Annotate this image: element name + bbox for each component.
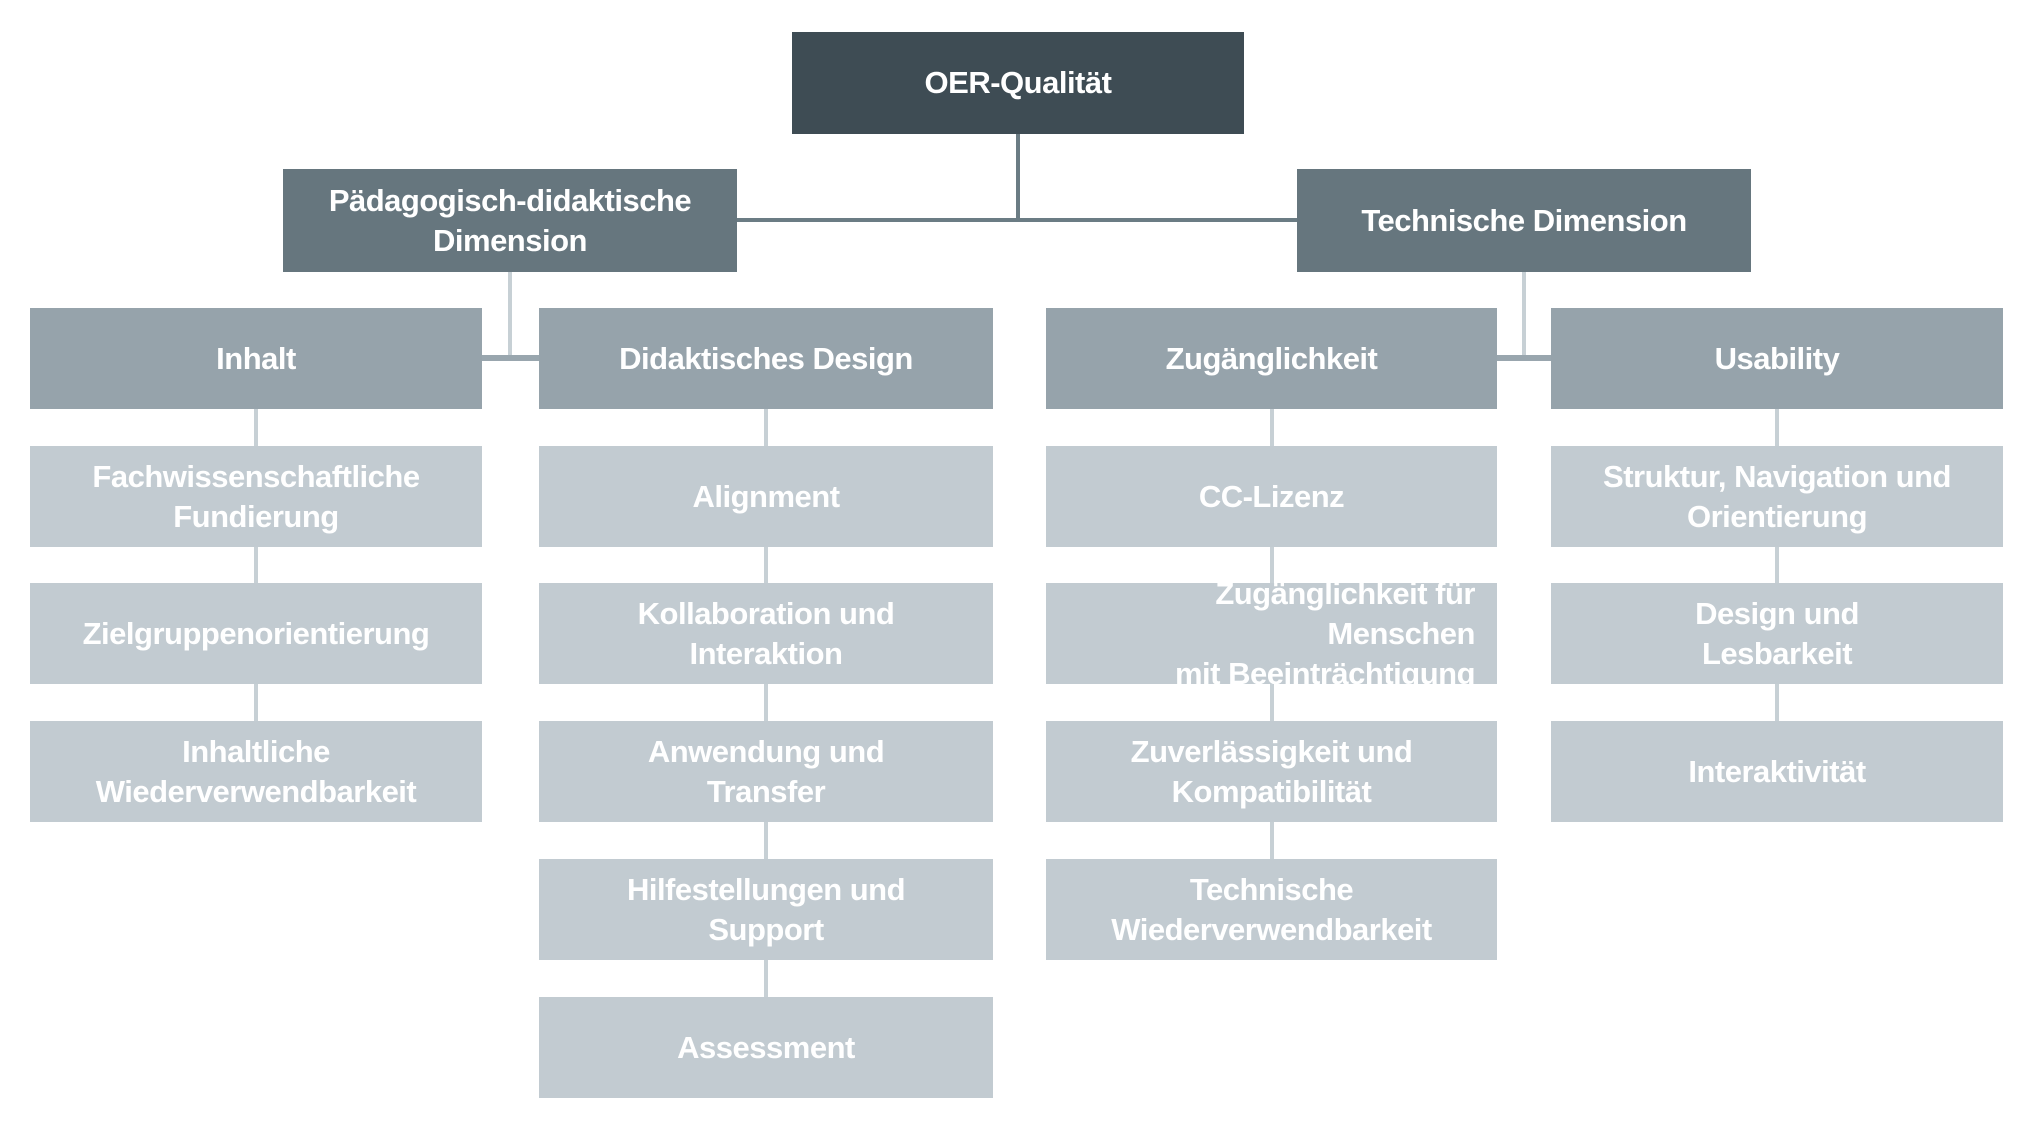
dimension-node-technische: Technische Dimension [1297,169,1751,272]
connector-line [764,409,768,446]
criterion-node: CC-Lizenz [1046,446,1497,547]
connector-dimension-left-vertical [508,272,512,355]
connector-root-vertical [1016,134,1020,222]
criterion-node: Anwendung und Transfer [539,721,993,822]
category-node-1: Inhalt [30,308,482,409]
connector-line [254,684,258,721]
criterion-node: Zugänglichkeit für Menschen mit Beeinträ… [1046,576,1497,691]
criterion-node: Zielgruppenorientierung [30,583,482,684]
dimension-node-paedagogisch-didaktische: Pädagogisch-didaktische Dimension [283,169,737,272]
category-node-4: Usability [1551,308,2003,409]
connector-dimension-left-tee [482,355,539,361]
criterion-node: Inhaltliche Wiederverwendbarkeit [30,721,482,822]
criterion-node: Design und Lesbarkeit [1551,583,2003,684]
criterion-node: Technische Wiederverwendbarkeit [1046,859,1497,960]
criterion-node: Interaktivität [1551,721,2003,822]
connector-line [1775,684,1779,721]
connector-root-horizontal [737,218,1297,222]
connector-line [1775,547,1779,583]
connector-line [1270,684,1274,721]
criterion-node: Fachwissenschaftliche Fundierung [30,446,482,547]
category-node-3: Zugänglichkeit [1046,308,1497,409]
connector-dimension-right-tee [1497,355,1551,361]
connector-line [1270,822,1274,859]
connector-line [764,547,768,583]
criterion-node: Struktur, Navigation und Orientierung [1551,446,2003,547]
category-node-2: Didaktisches Design [539,308,993,409]
connector-line [764,960,768,997]
connector-line [764,822,768,859]
connector-line [1775,409,1779,446]
connector-line [254,409,258,446]
criterion-node: Kollaboration und Interaktion [539,583,993,684]
criterion-node: Assessment [539,997,993,1098]
connector-dimension-right-vertical [1522,272,1526,355]
connector-line [254,547,258,583]
connector-line [764,684,768,721]
criterion-node: Hilfestellungen und Support [539,859,993,960]
connector-line [1270,409,1274,446]
connector-line [1270,547,1274,583]
criterion-node: Zuverlässigkeit und Kompatibilität [1046,721,1497,822]
criterion-node: Alignment [539,446,993,547]
root-node: OER-Qualität [792,32,1244,134]
